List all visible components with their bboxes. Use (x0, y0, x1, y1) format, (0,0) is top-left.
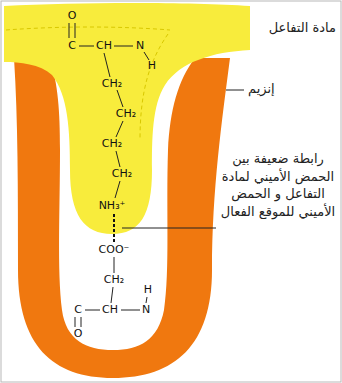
atom-label: N (142, 303, 150, 316)
leader-line (226, 90, 244, 91)
leader-line (122, 228, 216, 229)
atom-label: CH₂ (104, 273, 124, 286)
atom-label: CH₂ (116, 107, 136, 120)
substrate-shape (4, 3, 250, 234)
atom-label: CH (102, 303, 118, 316)
atom-label: N (136, 39, 144, 52)
atom-label: CH (96, 39, 112, 52)
atom-label: COO⁻ (99, 243, 130, 256)
callout-text: رابطة ضعيفة بين الحمض الأميني لمادة التف… (220, 150, 336, 220)
substrate-dash (6, 27, 170, 140)
atom-label: O (68, 9, 77, 22)
chemical-bonds (69, 23, 149, 327)
atom-label: O (74, 327, 83, 340)
atom-label: CH₂ (102, 77, 122, 90)
callout-label: إنزيم (248, 81, 275, 97)
atom-label: H (144, 283, 152, 296)
callout-label: مادة التفاعل (269, 20, 336, 36)
weak-bond (113, 214, 115, 242)
atom-label: C (68, 39, 76, 52)
atom-label: CH₂ (112, 167, 132, 180)
atom-label: CH₂ (102, 137, 122, 150)
atom-label: NH₃⁺ (99, 199, 126, 212)
atom-label: H (148, 59, 156, 72)
atom-label: C (74, 303, 82, 316)
